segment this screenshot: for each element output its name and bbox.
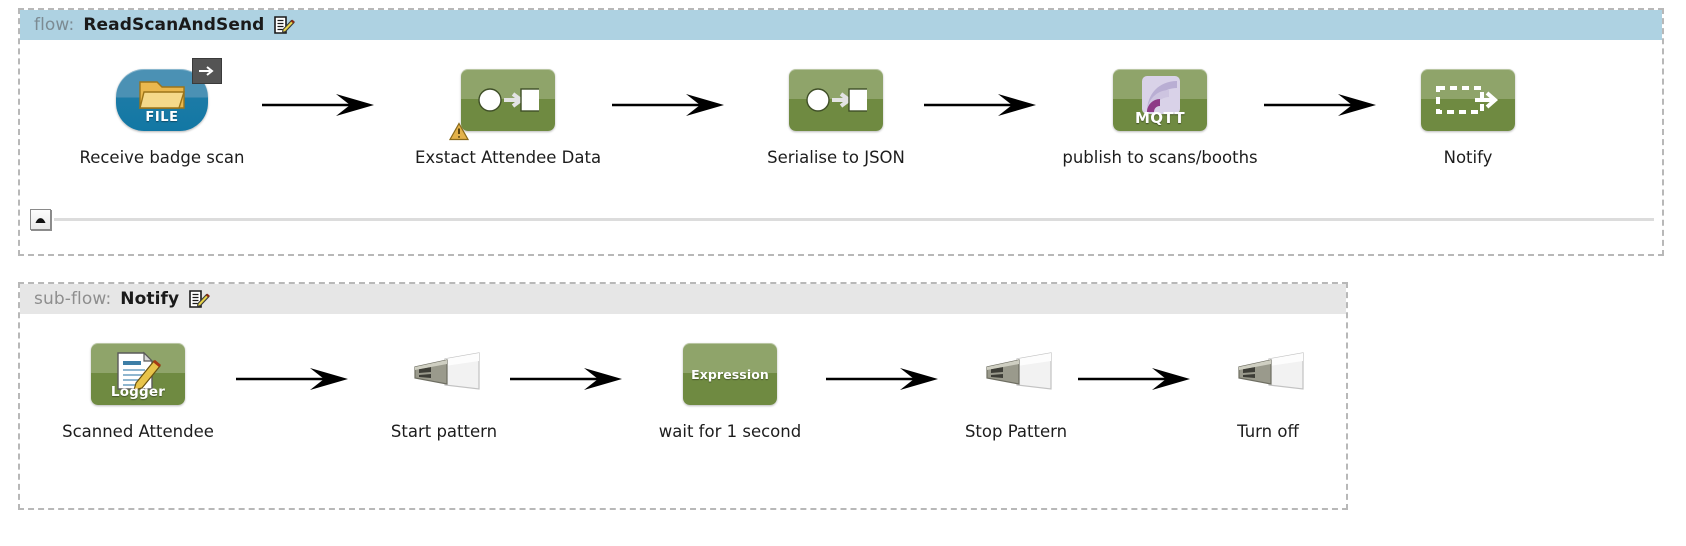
node-art[interactable]: Expression	[630, 336, 830, 412]
flow-reference-icon[interactable]	[1421, 69, 1515, 131]
flow-panel-subflow[interactable]: sub-flow: Notify	[18, 282, 1348, 510]
subflow-name: Notify	[120, 289, 180, 309]
node-art[interactable]	[916, 336, 1116, 412]
connector-arrow	[232, 366, 352, 392]
file-icon-label: FILE	[145, 110, 179, 125]
edit-document-pencil-icon[interactable]	[273, 16, 296, 36]
flow-panel-main[interactable]: flow: ReadScanAndSend	[18, 8, 1664, 256]
node-label: Notify	[1443, 148, 1493, 167]
flow-node[interactable]: Serialise to JSON	[736, 62, 936, 167]
warning-triangle-badge	[448, 122, 470, 141]
flow-node[interactable]: Turn off	[1168, 336, 1368, 441]
node-label: Turn off	[1237, 422, 1299, 441]
connector-arrow	[822, 366, 942, 392]
flow-node[interactable]: Notify	[1368, 62, 1568, 167]
flow-node[interactable]: Logger Scanned Attendee	[38, 336, 238, 441]
connector-arrow	[608, 92, 728, 118]
edit-document-pencil-icon[interactable]	[188, 290, 211, 310]
subflow-header[interactable]: sub-flow: Notify	[20, 284, 1346, 314]
mqtt-connector-icon[interactable]: MQTT	[1113, 69, 1207, 131]
file-endpoint-icon[interactable]: FILE	[116, 58, 222, 131]
flow-name: ReadScanAndSend	[83, 15, 265, 35]
flow-collapse-bar[interactable]	[30, 208, 1654, 230]
node-label: Serialise to JSON	[767, 148, 905, 167]
flow-node[interactable]: Exstact Attendee Data	[408, 62, 608, 167]
usb-device-icon[interactable]	[401, 347, 487, 401]
connector-arrow	[258, 92, 378, 118]
transform-message-icon[interactable]	[789, 69, 883, 131]
divider	[54, 217, 1654, 221]
collapse-toggle-button[interactable]	[30, 208, 51, 230]
node-art[interactable]: FILE	[62, 58, 262, 138]
inbound-arrow-badge	[192, 58, 222, 84]
node-label: publish to scans/booths	[1062, 148, 1258, 167]
node-label: Scanned Attendee	[62, 422, 214, 441]
node-art[interactable]	[736, 62, 936, 138]
logger-icon-label: Logger	[110, 384, 166, 400]
node-art[interactable]	[1168, 336, 1368, 412]
flow-node[interactable]: MQTT publish to scans/booths	[1060, 62, 1260, 167]
usb-device-icon[interactable]	[973, 347, 1059, 401]
node-art[interactable]: Logger	[38, 336, 238, 412]
node-art[interactable]	[1368, 62, 1568, 138]
connector-arrow	[1260, 92, 1380, 118]
node-label: Stop Pattern	[964, 422, 1068, 441]
node-art[interactable]	[344, 336, 544, 412]
folder-icon	[136, 76, 188, 118]
expression-icon-label: Expression	[691, 366, 769, 382]
flow-header[interactable]: flow: ReadScanAndSend	[20, 10, 1662, 40]
node-art[interactable]	[408, 62, 608, 141]
node-label: Start pattern	[390, 422, 498, 441]
flow-node-row: FILE Receive badge scan	[20, 40, 1662, 180]
expression-icon[interactable]: Expression	[683, 343, 777, 405]
connector-arrow	[920, 92, 1040, 118]
connector-arrow	[1074, 366, 1194, 392]
flow-node[interactable]: FILE Receive badge scan	[62, 58, 262, 167]
usb-device-icon[interactable]	[1225, 347, 1311, 401]
transform-message-icon[interactable]	[448, 69, 555, 141]
flow-node[interactable]: Expression wait for 1 second	[630, 336, 830, 441]
flow-node[interactable]: Start pattern	[344, 336, 544, 441]
connector-arrow	[506, 366, 626, 392]
subflow-node-row: Logger Scanned Attendee	[20, 314, 1346, 454]
node-label: wait for 1 second	[658, 422, 802, 441]
flow-kind-label: flow:	[34, 15, 75, 35]
node-label: Exstact Attendee Data	[414, 148, 602, 167]
logger-icon[interactable]: Logger	[91, 343, 185, 405]
node-art[interactable]: MQTT	[1060, 62, 1260, 138]
flow-node[interactable]: Stop Pattern	[916, 336, 1116, 441]
node-label: Receive badge scan	[79, 148, 245, 167]
mqtt-icon-label: MQTT	[1134, 109, 1186, 127]
subflow-kind-label: sub-flow:	[34, 289, 112, 309]
